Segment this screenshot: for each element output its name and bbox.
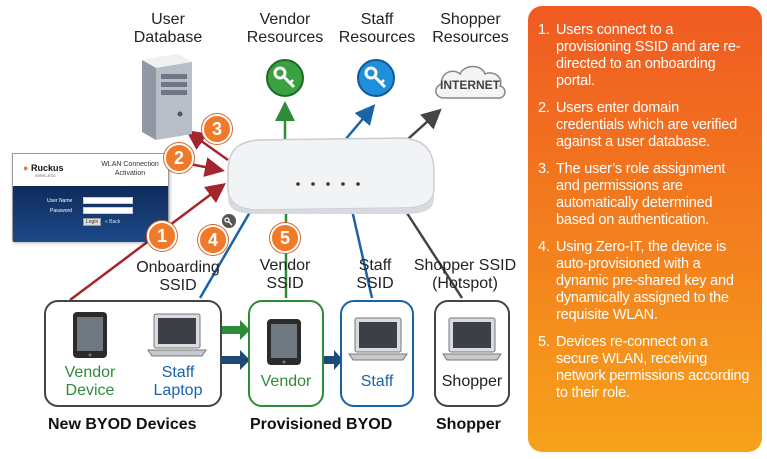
lock-icon — [222, 214, 236, 228]
user-name-label: User Name — [47, 198, 73, 204]
ruckus-logo: ● Ruckus WIRELESS — [23, 163, 64, 178]
line-ap-to-server — [185, 130, 229, 162]
step-4: 4.Using Zero-IT, the device is auto-prov… — [538, 239, 734, 323]
back-link[interactable]: « Back — [105, 219, 121, 225]
password-field[interactable] — [83, 207, 133, 214]
user-name-field[interactable] — [83, 197, 133, 204]
step-badge-4: 4 — [198, 225, 228, 255]
access-point-icon — [227, 137, 435, 214]
server-icon — [142, 54, 192, 140]
step-1: 1.Users connect to a provisioning SSID a… — [538, 22, 741, 89]
laptop-icon — [348, 317, 408, 361]
step-badge-2: 2 — [164, 143, 194, 173]
shopper-label: Shopper — [441, 373, 503, 390]
tablet-icon — [73, 312, 107, 358]
line-ap-to-staff-ssid — [350, 209, 374, 299]
vendor-label: Vendor — [260, 373, 312, 390]
provisioned-byod-label: Provisioned BYOD — [250, 416, 393, 433]
ruckus-dog-icon: ● — [23, 163, 29, 173]
step-badge-3: 3 — [202, 114, 232, 144]
shopper-group-label: Shopper — [436, 416, 501, 433]
tablet-icon — [267, 319, 301, 365]
vendor-key-icon — [266, 59, 304, 97]
login-button[interactable]: Login — [83, 218, 102, 226]
laptop-icon — [147, 313, 207, 357]
portal-form: User Name Password Login « Back — [13, 186, 168, 242]
arrow-new-to-provisioned-green — [222, 320, 250, 340]
line-ap-to-staff — [344, 104, 376, 141]
arrow-vendor-to-staff-blue — [322, 350, 343, 370]
shopper-ssid-label: Shopper SSID(Hotspot) — [413, 257, 517, 292]
line-ap-to-shopper — [403, 209, 464, 299]
internet-cloud-icon — [435, 65, 506, 99]
new-byod-devices-label: New BYOD Devices — [48, 416, 197, 433]
step-5: 5.Devices re-connect on a secure WLAN, r… — [538, 334, 750, 401]
steps-panel: 1.Users connect to a provisioning SSID a… — [528, 6, 762, 452]
password-label: Password — [50, 208, 72, 214]
staff-label: Staff — [360, 373, 394, 390]
staff-key-icon — [357, 59, 395, 97]
arrow-new-to-provisioned-blue — [222, 350, 250, 370]
step-badge-1: 1 — [147, 221, 177, 251]
line-ap-to-laptop — [198, 211, 252, 299]
step-2: 2.Users enter domain credentials which a… — [538, 100, 737, 150]
internet-label: INTERNET — [440, 78, 500, 92]
line-device-to-ap — [69, 183, 226, 301]
step-badge-5: 5 — [270, 223, 300, 253]
laptop-icon — [442, 317, 502, 361]
step-3: 3.The user’s role assignment and permiss… — [538, 161, 726, 228]
